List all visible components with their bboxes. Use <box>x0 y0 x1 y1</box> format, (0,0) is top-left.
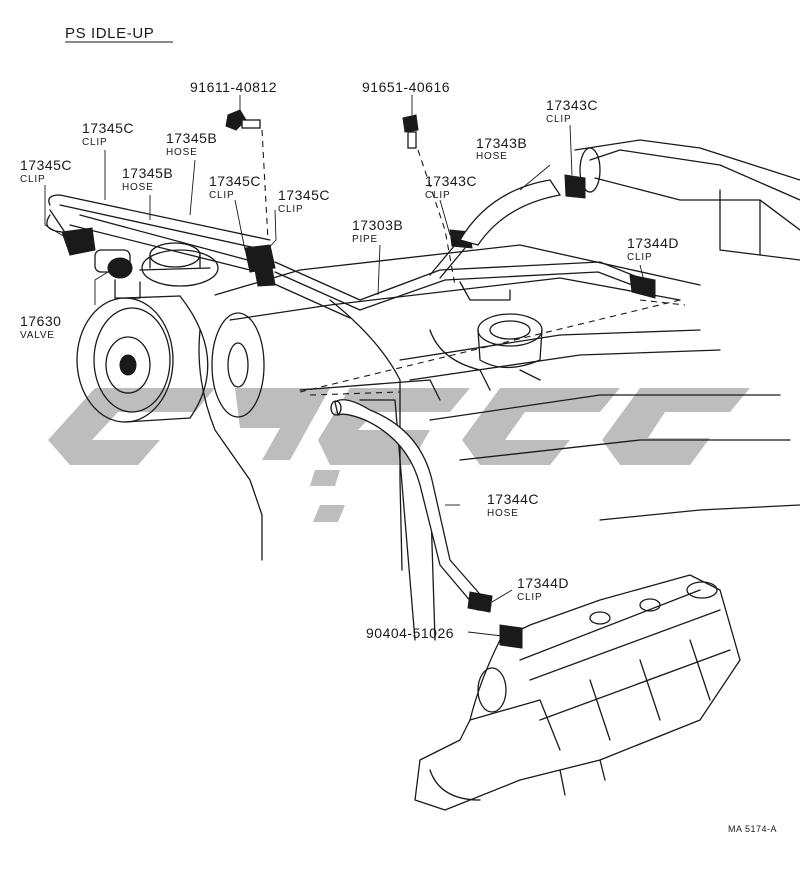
callout-17344d-bottom: 17344D CLIP <box>517 575 569 603</box>
svg-text:17344C: 17344C <box>487 491 539 507</box>
svg-text:17345C: 17345C <box>82 120 134 136</box>
svg-text:17345B: 17345B <box>122 165 173 181</box>
engine-block <box>198 244 800 641</box>
svg-text:91611-40812: 91611-40812 <box>190 79 277 95</box>
svg-text:CLIP: CLIP <box>20 174 45 185</box>
svg-text:17345C: 17345C <box>209 173 261 189</box>
svg-text:17630: 17630 <box>20 313 61 329</box>
callout-17345c-c: 17345C CLIP <box>209 173 261 201</box>
callout-17344d-top: 17344D CLIP <box>627 235 679 263</box>
callout-17343b: 17343B HOSE <box>476 135 527 162</box>
svg-text:17344D: 17344D <box>517 575 569 591</box>
callout-17343c-mid: 17343C CLIP <box>425 173 477 201</box>
callout-17630: 17630 VALVE <box>20 313 61 341</box>
callout-17345c-a: 17345C CLIP <box>82 120 134 148</box>
callout-17345c-d: 17345C CLIP <box>278 187 330 215</box>
svg-text:17303B: 17303B <box>352 217 403 233</box>
mounting-dashed-line <box>639 299 686 306</box>
callout-17345b-b: 17345B HOSE <box>122 165 173 193</box>
svg-text:HOSE: HOSE <box>122 182 154 193</box>
pulley <box>76 242 265 423</box>
callout-17303b: 17303B PIPE <box>352 217 403 245</box>
svg-text:VALVE: VALVE <box>20 330 55 341</box>
svg-text:CLIP: CLIP <box>627 252 652 263</box>
svg-text:90404-51026: 90404-51026 <box>366 625 454 641</box>
diagram-code: MA 5174-A <box>728 824 777 834</box>
svg-text:17345C: 17345C <box>278 187 330 203</box>
leader-lines <box>44 95 646 637</box>
svg-text:CLIP: CLIP <box>425 190 450 201</box>
svg-text:CLIP: CLIP <box>82 137 107 148</box>
svg-text:17343C: 17343C <box>425 173 477 189</box>
svg-text:17344D: 17344D <box>627 235 679 251</box>
callout-91651-40616: 91651-40616 <box>362 79 450 95</box>
valve-17630 <box>49 209 141 299</box>
svg-text:CLIP: CLIP <box>278 204 303 215</box>
callout-17344c: 17344C HOSE <box>487 491 539 519</box>
callout-90404-51026: 90404-51026 <box>366 625 454 641</box>
svg-text:HOSE: HOSE <box>487 508 519 519</box>
svg-text:17345C: 17345C <box>20 157 72 173</box>
svg-text:17345B: 17345B <box>166 130 217 146</box>
diagram-title: PS IDLE-UP <box>65 25 154 42</box>
intake-manifold <box>414 574 741 811</box>
bolt-91651-40616-icon <box>402 114 456 286</box>
svg-text:HOSE: HOSE <box>476 151 508 162</box>
hose-17343b <box>459 139 800 261</box>
callout-17345b-a: 17345B HOSE <box>166 130 217 158</box>
svg-text:17343C: 17343C <box>546 97 598 113</box>
svg-text:PIPE: PIPE <box>352 234 378 245</box>
callout-91611-40812: 91611-40812 <box>190 79 277 95</box>
svg-text:CLIP: CLIP <box>546 114 571 125</box>
svg-text:17343B: 17343B <box>476 135 527 151</box>
svg-text:HOSE: HOSE <box>166 147 198 158</box>
svg-text:91651-40616: 91651-40616 <box>362 79 450 95</box>
svg-text:CLIP: CLIP <box>517 592 542 603</box>
callout-17343c-top: 17343C CLIP <box>546 97 598 125</box>
hose-17344c <box>330 399 523 649</box>
callout-17345c-b: 17345C CLIP <box>20 157 72 185</box>
pipe-17303b <box>269 229 656 319</box>
bolt-91611-40812-icon <box>225 109 269 241</box>
svg-text:CLIP: CLIP <box>209 190 234 201</box>
